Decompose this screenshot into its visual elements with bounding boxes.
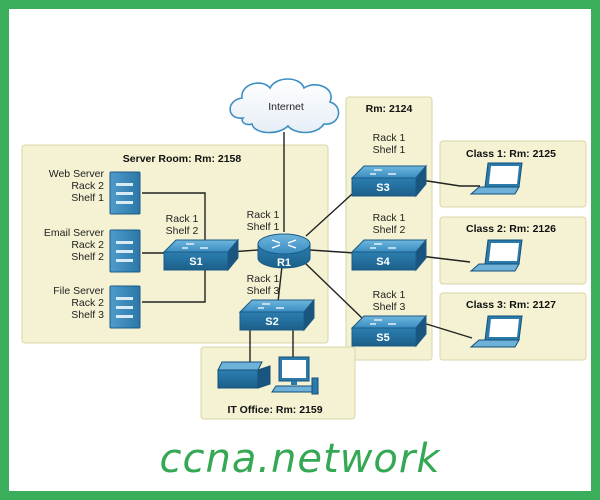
laptop-class3-icon xyxy=(469,315,523,348)
web-server-name: Web Server xyxy=(49,168,105,180)
s4-label: S4 xyxy=(376,256,390,268)
link-web-s1 xyxy=(142,192,206,240)
email-server-shelf: Shelf 2 xyxy=(71,251,104,263)
s1-shelf: Shelf 2 xyxy=(166,225,199,237)
file-server-rack: Rack 2 xyxy=(71,297,104,309)
link-r1-s5 xyxy=(303,261,363,319)
s5-rack: Rack 1 xyxy=(373,289,406,301)
s4-shelf: Shelf 2 xyxy=(373,224,406,236)
laptop-class2-icon xyxy=(469,239,523,272)
email-server-rack: Rack 2 xyxy=(71,239,104,251)
r1-label: R1 xyxy=(277,257,291,269)
file-server xyxy=(109,285,141,329)
web-server-shelf: Shelf 1 xyxy=(71,192,104,204)
internet-label: Internet xyxy=(268,101,304,113)
s3-rack: Rack 1 xyxy=(373,132,406,144)
link-s4-pc2 xyxy=(419,255,471,263)
internet-cloud: Internet xyxy=(229,78,340,134)
class3-title: Class 3: Rm: 2127 xyxy=(466,299,556,311)
email-server xyxy=(109,229,141,273)
s2-label: S2 xyxy=(265,316,278,328)
s5-shelf: Shelf 3 xyxy=(373,301,406,313)
email-server-name: Email Server xyxy=(44,227,105,239)
s4-rack: Rack 1 xyxy=(373,212,406,224)
s3-shelf: Shelf 1 xyxy=(373,144,406,156)
link-r1-s2 xyxy=(277,265,283,303)
s1-label: S1 xyxy=(189,256,202,268)
s1-rack: Rack 1 xyxy=(166,213,199,225)
switch-s4: S4 xyxy=(350,238,428,272)
class2-title: Class 2: Rm: 2126 xyxy=(466,223,556,235)
watermark-text: ccna.network xyxy=(159,436,441,482)
r1-rack: Rack 1 xyxy=(247,209,280,221)
file-server-name: File Server xyxy=(53,285,104,297)
web-server-rack: Rack 2 xyxy=(71,180,104,192)
link-s3-pc1 xyxy=(420,179,480,187)
class1-title: Class 1: Rm: 2125 xyxy=(466,148,556,160)
s5-label: S5 xyxy=(376,332,389,344)
router-r1: R1 xyxy=(257,233,311,269)
link-s5-pc3 xyxy=(419,321,473,339)
network-topology-diagram: Server Room: Rm: 2158 Rm: 2124 Class 1: … xyxy=(21,78,587,482)
s2-shelf: Shelf 3 xyxy=(247,285,280,297)
rm-2124-title: Rm: 2124 xyxy=(366,103,413,115)
switch-s2: S2 xyxy=(238,298,316,332)
switch-s1: S1 xyxy=(162,238,240,272)
web-server xyxy=(109,171,141,215)
s3-label: S3 xyxy=(376,182,389,194)
link-file-s1 xyxy=(142,270,206,303)
switch-s5: S5 xyxy=(350,314,428,348)
it-server-printer-icon xyxy=(217,361,271,389)
file-server-shelf: Shelf 3 xyxy=(71,309,104,321)
it-office-title: IT Office: Rm: 2159 xyxy=(227,404,322,416)
rm-2124-area xyxy=(345,96,433,361)
s2-rack: Rack 1 xyxy=(247,273,280,285)
link-r1-s4 xyxy=(309,249,356,254)
r1-shelf: Shelf 1 xyxy=(247,221,280,233)
laptop-class1-icon xyxy=(469,162,523,195)
diagram-frame: Server Room: Rm: 2158 Rm: 2124 Class 1: … xyxy=(9,9,591,491)
server-room-title: Server Room: Rm: 2158 xyxy=(123,153,242,165)
switch-s3: S3 xyxy=(350,164,428,198)
it-desktop-pc-icon xyxy=(271,356,319,395)
